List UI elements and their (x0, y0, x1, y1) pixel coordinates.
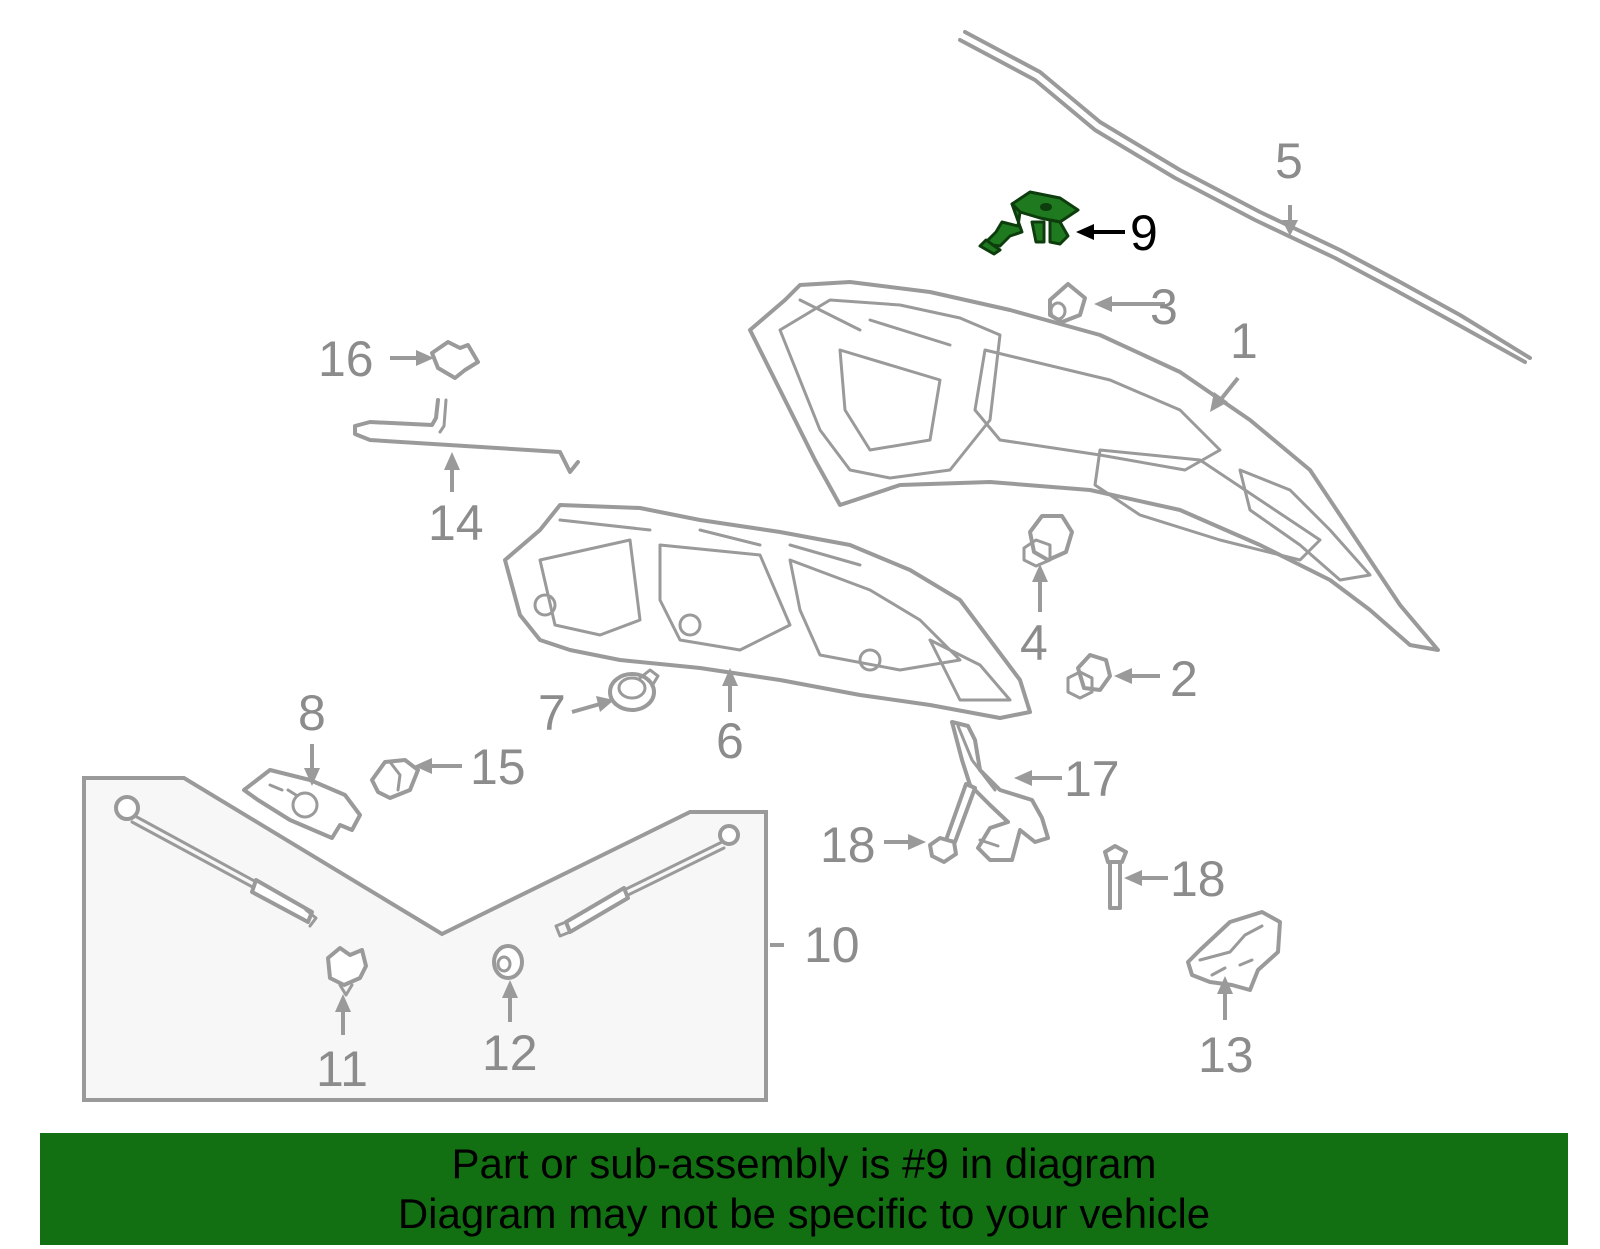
part-18-bolt-right (1103, 844, 1128, 910)
part-7-retainer (608, 668, 660, 712)
part-5-seal (958, 30, 1532, 364)
part-3-bumper (1048, 282, 1087, 324)
part-16-clip (430, 340, 480, 380)
part-2-bumper (1066, 653, 1112, 700)
callout-18-right: 18 (1170, 851, 1226, 907)
part-9-bracket-highlighted (978, 190, 1080, 256)
info-banner: Part or sub-assembly is #9 in diagram Di… (40, 1133, 1568, 1245)
callout-13: 13 (1198, 1027, 1254, 1083)
banner-line-part: Part or sub-assembly is #9 in diagram (451, 1140, 1157, 1187)
callout-16: 16 (318, 331, 374, 387)
callout-9: 9 (1130, 205, 1158, 261)
part-13-latch (1186, 910, 1282, 992)
callout-12: 12 (482, 1025, 538, 1081)
callout-5: 5 (1275, 133, 1303, 189)
callout-6: 6 (716, 713, 744, 769)
callout-2: 2 (1170, 651, 1198, 707)
part-18-bolt-left (928, 782, 977, 864)
part-8-latch-bracket (242, 768, 362, 840)
part-10-lift-support-kit (82, 776, 768, 1102)
callout-4: 4 (1020, 615, 1048, 671)
callout-15: 15 (470, 739, 526, 795)
callout-7: 7 (538, 685, 566, 741)
callout-18-left: 18 (820, 817, 876, 873)
callout-numbers: 5 9 3 1 16 14 4 2 7 6 8 15 17 18 18 10 1… (298, 133, 1303, 1097)
banner-line-disclaimer: Diagram may not be specific to your vehi… (397, 1190, 1211, 1237)
callout-14: 14 (428, 495, 484, 551)
part-14-prop-rod (353, 398, 580, 474)
part-6-insulator (503, 503, 1032, 720)
part-1-hood (748, 280, 1440, 652)
part-17-hinge (950, 720, 1050, 862)
callout-3: 3 (1150, 279, 1178, 335)
part-4-stopper (1022, 514, 1074, 568)
part-15-clip (370, 758, 420, 800)
leaders (304, 205, 1298, 1035)
callout-10: 10 (804, 917, 860, 973)
callout-8: 8 (298, 685, 326, 741)
callout-17: 17 (1064, 751, 1120, 807)
callout-11: 11 (316, 1041, 368, 1097)
callout-1: 1 (1230, 313, 1258, 369)
